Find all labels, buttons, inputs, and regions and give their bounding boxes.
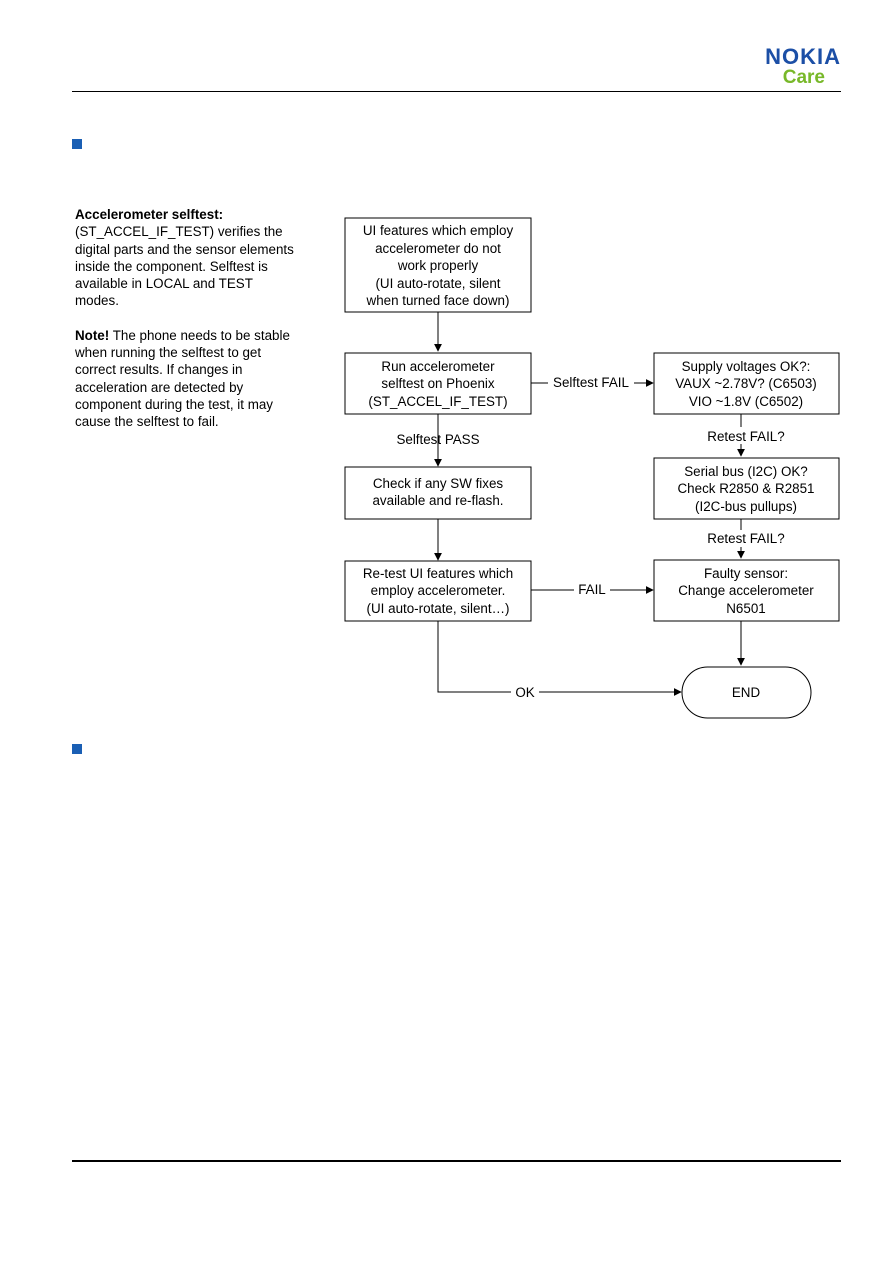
node-faulty-sensor: Faulty sensor: Change accelerometer N650… (653, 559, 840, 622)
node-line: (I2C-bus pullups) (695, 499, 797, 514)
brand-name: NOKIA (765, 44, 841, 69)
edge-label-ok: OK (515, 685, 534, 700)
node-line: N6501 (726, 601, 765, 616)
section-bullet-icon (72, 744, 82, 754)
node-line: Faulty sensor: (704, 566, 788, 581)
edge-label-selftest-pass: Selftest PASS (396, 432, 479, 447)
node-line: Check if any SW fixes (373, 476, 504, 491)
node-line: Change accelerometer (678, 583, 814, 598)
edge-label-retest-fail: Retest FAIL? (707, 429, 784, 444)
selftest-description: Accelerometer selftest: (ST_ACCEL_IF_TES… (75, 206, 295, 310)
edge-label-selftest-fail: Selftest FAIL (553, 375, 629, 390)
selftest-body: (ST_ACCEL_IF_TEST) verifies the digital … (75, 224, 294, 309)
node-line: (UI auto-rotate, silent (375, 276, 500, 291)
note-body: The phone needs to be stable when runnin… (75, 327, 290, 430)
node-line: VAUX ~2.78V? (C6503) (675, 376, 817, 391)
node-check-sw: Check if any SW fixes available and re-f… (344, 466, 532, 520)
node-start: UI features which employ accelerometer d… (344, 217, 532, 313)
node-line: employ accelerometer. (371, 583, 506, 598)
node-supply-voltages: Supply voltages OK?: VAUX ~2.78V? (C6503… (653, 352, 840, 415)
node-line: when turned face down) (366, 293, 510, 308)
node-end: END (681, 666, 812, 719)
arrow-retest-to-end (437, 621, 682, 696)
node-line: Run accelerometer (381, 359, 495, 374)
note-paragraph: Note! The phone needs to be stable when … (75, 327, 295, 431)
node-line: UI features which employ (363, 223, 514, 238)
end-label: END (732, 685, 761, 700)
note-label: Note! (75, 327, 110, 343)
node-line: Check R2850 & R2851 (678, 481, 815, 496)
node-line: accelerometer do not (375, 241, 501, 256)
node-line: available and re-flash. (372, 493, 503, 508)
node-line: (UI auto-rotate, silent…) (367, 601, 510, 616)
selftest-heading: Accelerometer selftest: (75, 207, 224, 222)
edge-label-fail: FAIL (578, 582, 606, 597)
node-line: Serial bus (I2C) OK? (684, 464, 808, 479)
brand-logo: NOKIA Care (765, 44, 841, 88)
node-run-selftest: Run accelerometer selftest on Phoenix (S… (344, 352, 532, 415)
side-note: Accelerometer selftest: (ST_ACCEL_IF_TES… (75, 206, 295, 448)
section-bullet-icon (72, 139, 82, 149)
footer-divider (72, 1160, 841, 1162)
node-line: (ST_ACCEL_IF_TEST) (368, 394, 507, 409)
node-line: Supply voltages OK?: (682, 359, 811, 374)
node-line: VIO ~1.8V (C6502) (689, 394, 803, 409)
node-line: selftest on Phoenix (381, 376, 494, 391)
header-divider (72, 91, 841, 92)
node-line: Re-test UI features which (363, 566, 513, 581)
edge-label-retest-fail: Retest FAIL? (707, 531, 784, 546)
node-serial-bus: Serial bus (I2C) OK? Check R2850 & R2851… (653, 457, 840, 520)
node-retest-ui: Re-test UI features which employ acceler… (344, 560, 532, 622)
brand-sub: Care (782, 67, 825, 88)
node-line: work properly (397, 258, 479, 273)
